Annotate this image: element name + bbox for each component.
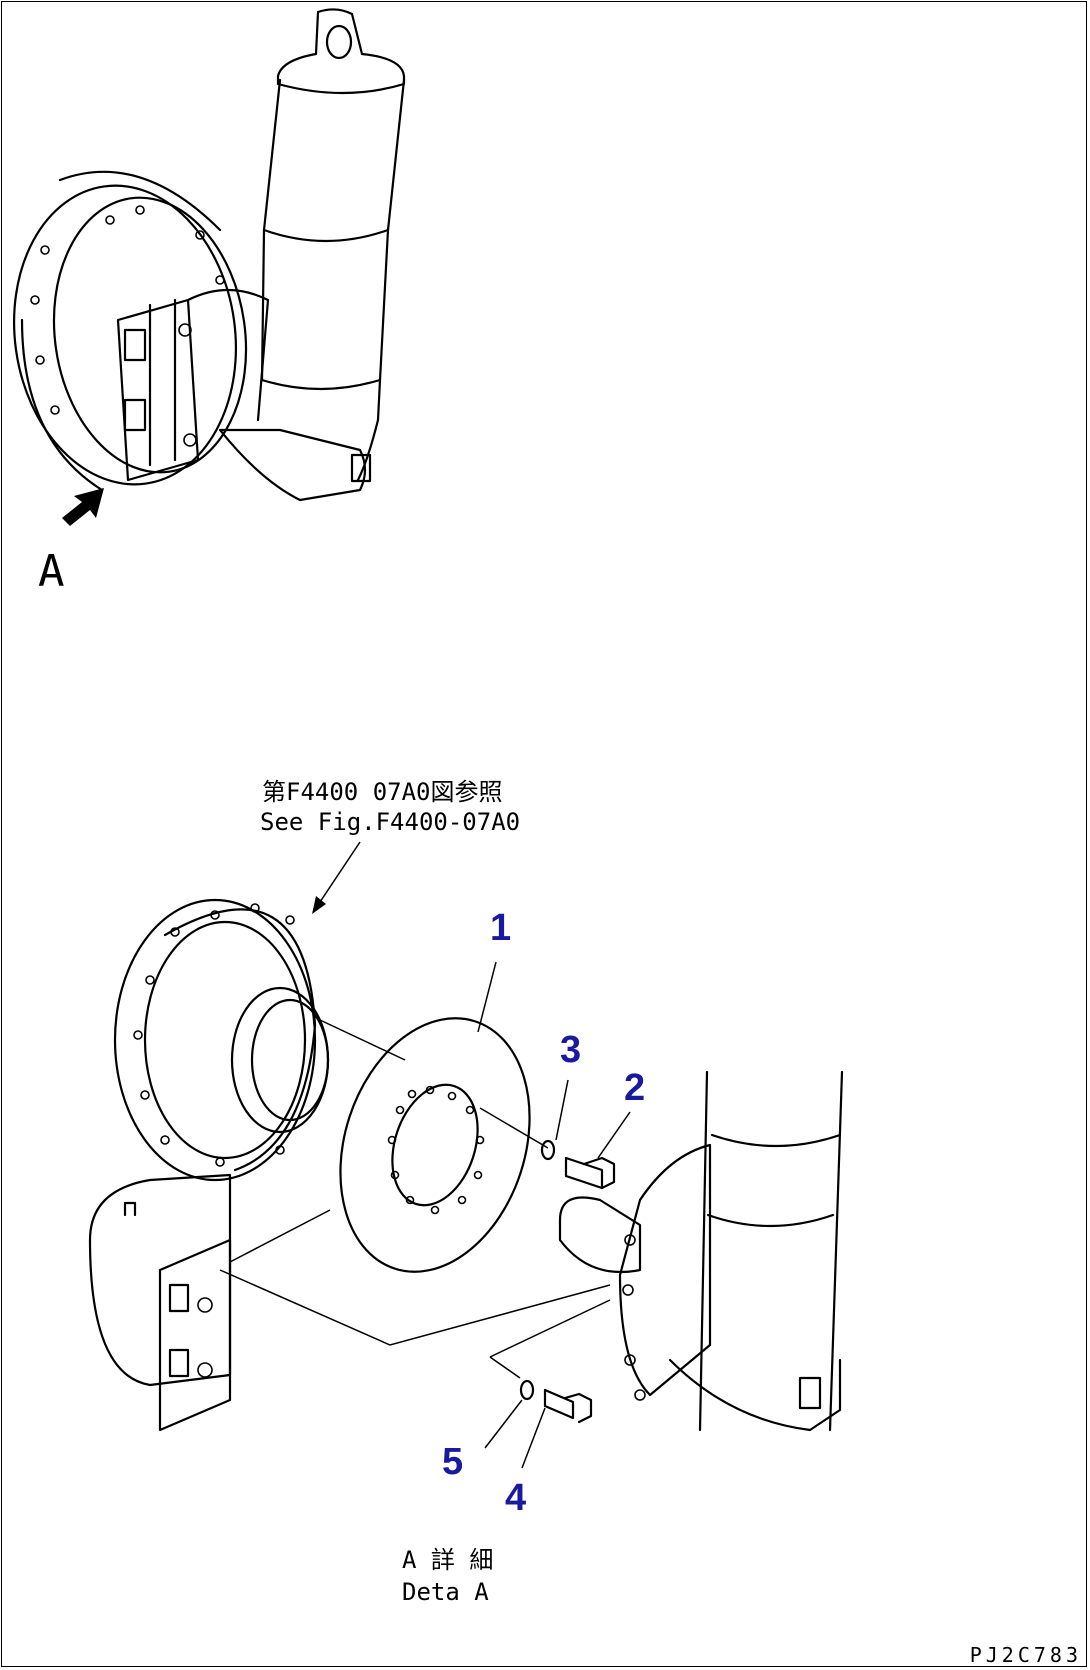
leader-part-2 — [597, 1111, 631, 1159]
bolt-part-4 — [543, 1388, 593, 1424]
leader-part-1 — [477, 961, 497, 1033]
caliper-assembly — [88, 1173, 232, 1432]
washer-part-3 — [540, 1139, 556, 1161]
assembly-line-hub-disc — [319, 1019, 406, 1061]
reference-leader — [317, 841, 361, 906]
leader-part-4 — [521, 1407, 546, 1469]
overall-assembly-view: A — [12, 8, 406, 597]
reference-note-en: See Fig.F4400-07A0 — [260, 808, 520, 836]
detail-caption-en: Deta A — [402, 1578, 489, 1606]
assembly-line-mount-bolt — [489, 1299, 611, 1379]
callout-2: 2 — [624, 1067, 645, 1109]
view-direction-arrow — [62, 488, 104, 526]
assembly-line-disc-bolt — [479, 1107, 549, 1149]
callout-1: 1 — [490, 907, 511, 949]
assembly-line-caliper-disc — [229, 1209, 331, 1263]
view-letter-a: A — [38, 546, 65, 597]
hub-flange — [113, 898, 330, 1182]
reference-note-jp: 第F4400 07A0図参照 — [262, 778, 503, 806]
drawing-code: PJ2C783 — [970, 1643, 1082, 1667]
strut-knuckle — [558, 1070, 844, 1432]
brake-disc — [339, 1017, 531, 1273]
knuckle-arm — [218, 428, 372, 502]
callout-4: 4 — [505, 1477, 526, 1519]
strut-cylinder — [260, 8, 406, 482]
callout-3: 3 — [560, 1029, 581, 1071]
leader-part-5 — [484, 1399, 523, 1449]
detail-a-view — [88, 898, 844, 1469]
washer-part-5 — [519, 1379, 535, 1401]
detail-caption-jp: A 詳 細 — [402, 1546, 493, 1574]
reference-arrowhead — [312, 896, 326, 914]
hub-housing — [12, 170, 248, 492]
assembly-line-caliper — [219, 1269, 611, 1346]
callout-5: 5 — [442, 1441, 463, 1483]
bolt-part-2 — [564, 1156, 616, 1190]
brake-caliper — [116, 288, 270, 482]
leader-part-3 — [555, 1079, 569, 1141]
